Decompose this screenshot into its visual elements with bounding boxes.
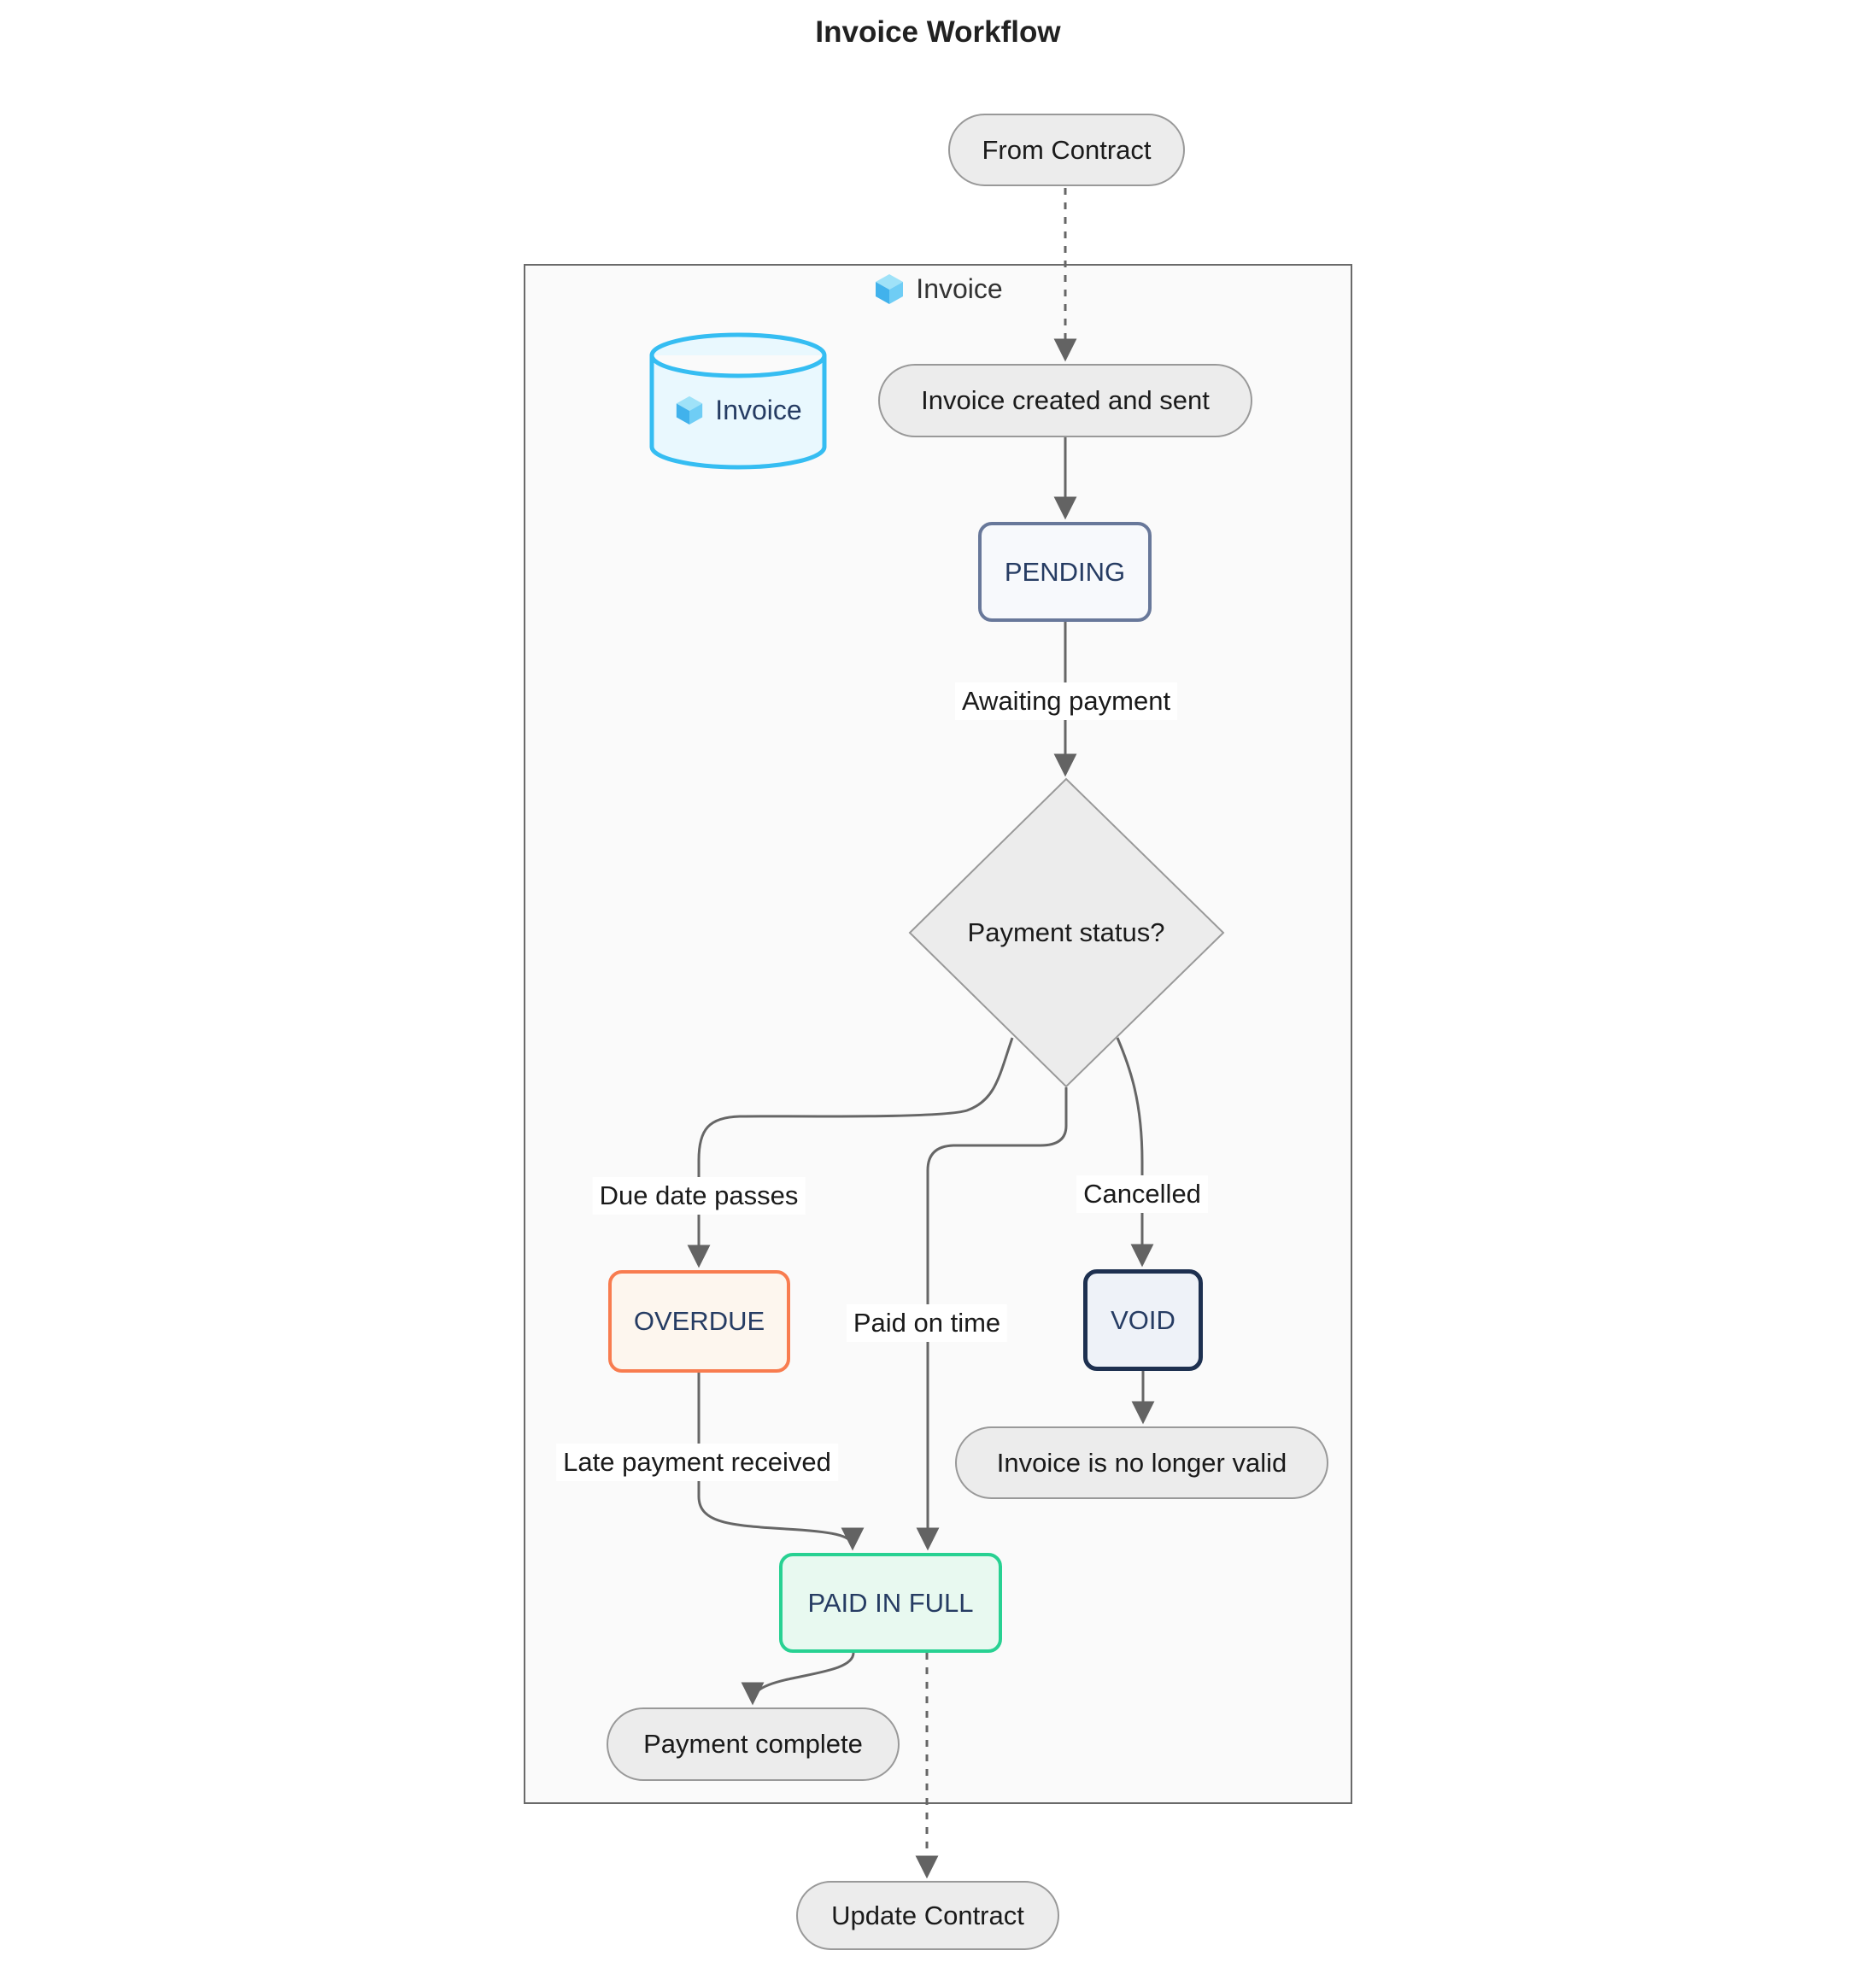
database-node: Invoice [652, 386, 824, 434]
node-state-overdue: OVERDUE [608, 1270, 790, 1373]
node-from-contract: From Contract [948, 114, 1185, 186]
edge-label-late-payment-received: Late payment received [556, 1444, 838, 1481]
edge-label-due-date-passes: Due date passes [592, 1177, 806, 1215]
cube-icon [876, 274, 904, 304]
invoice-container-header: Invoice [524, 270, 1352, 308]
edge-paid-to-complete [741, 1652, 855, 1706]
edge-decision-to-void [1116, 1037, 1154, 1268]
node-invoice-invalid: Invoice is no longer valid [955, 1426, 1328, 1499]
database-cylinder [649, 332, 827, 470]
node-invoice-created: Invoice created and sent [878, 364, 1252, 437]
decision-diamond [908, 777, 1225, 1088]
edge-label-paid-on-time: Paid on time [846, 1304, 1008, 1342]
edge-overdue-to-paid [697, 1373, 865, 1551]
node-state-void: VOID [1083, 1269, 1203, 1371]
edge-label-cancelled: Cancelled [1076, 1175, 1208, 1213]
cube-icon [677, 395, 703, 425]
edge-decision-to-paid [916, 1087, 1068, 1551]
node-update-contract: Update Contract [796, 1881, 1059, 1950]
edge-label-awaiting-payment: Awaiting payment [954, 682, 1178, 720]
database-label: Invoice [715, 394, 802, 425]
edge-decision-to-overdue [687, 1037, 1014, 1268]
invoice-container-label: Invoice [916, 272, 1003, 304]
node-payment-complete: Payment complete [607, 1707, 900, 1781]
node-state-pending: PENDING [978, 522, 1152, 622]
node-state-paid-in-full: PAID IN FULL [779, 1553, 1002, 1653]
node-payment-status-label: Payment status? [967, 917, 1165, 947]
diagram-title: Invoice Workflow [815, 15, 1061, 49]
